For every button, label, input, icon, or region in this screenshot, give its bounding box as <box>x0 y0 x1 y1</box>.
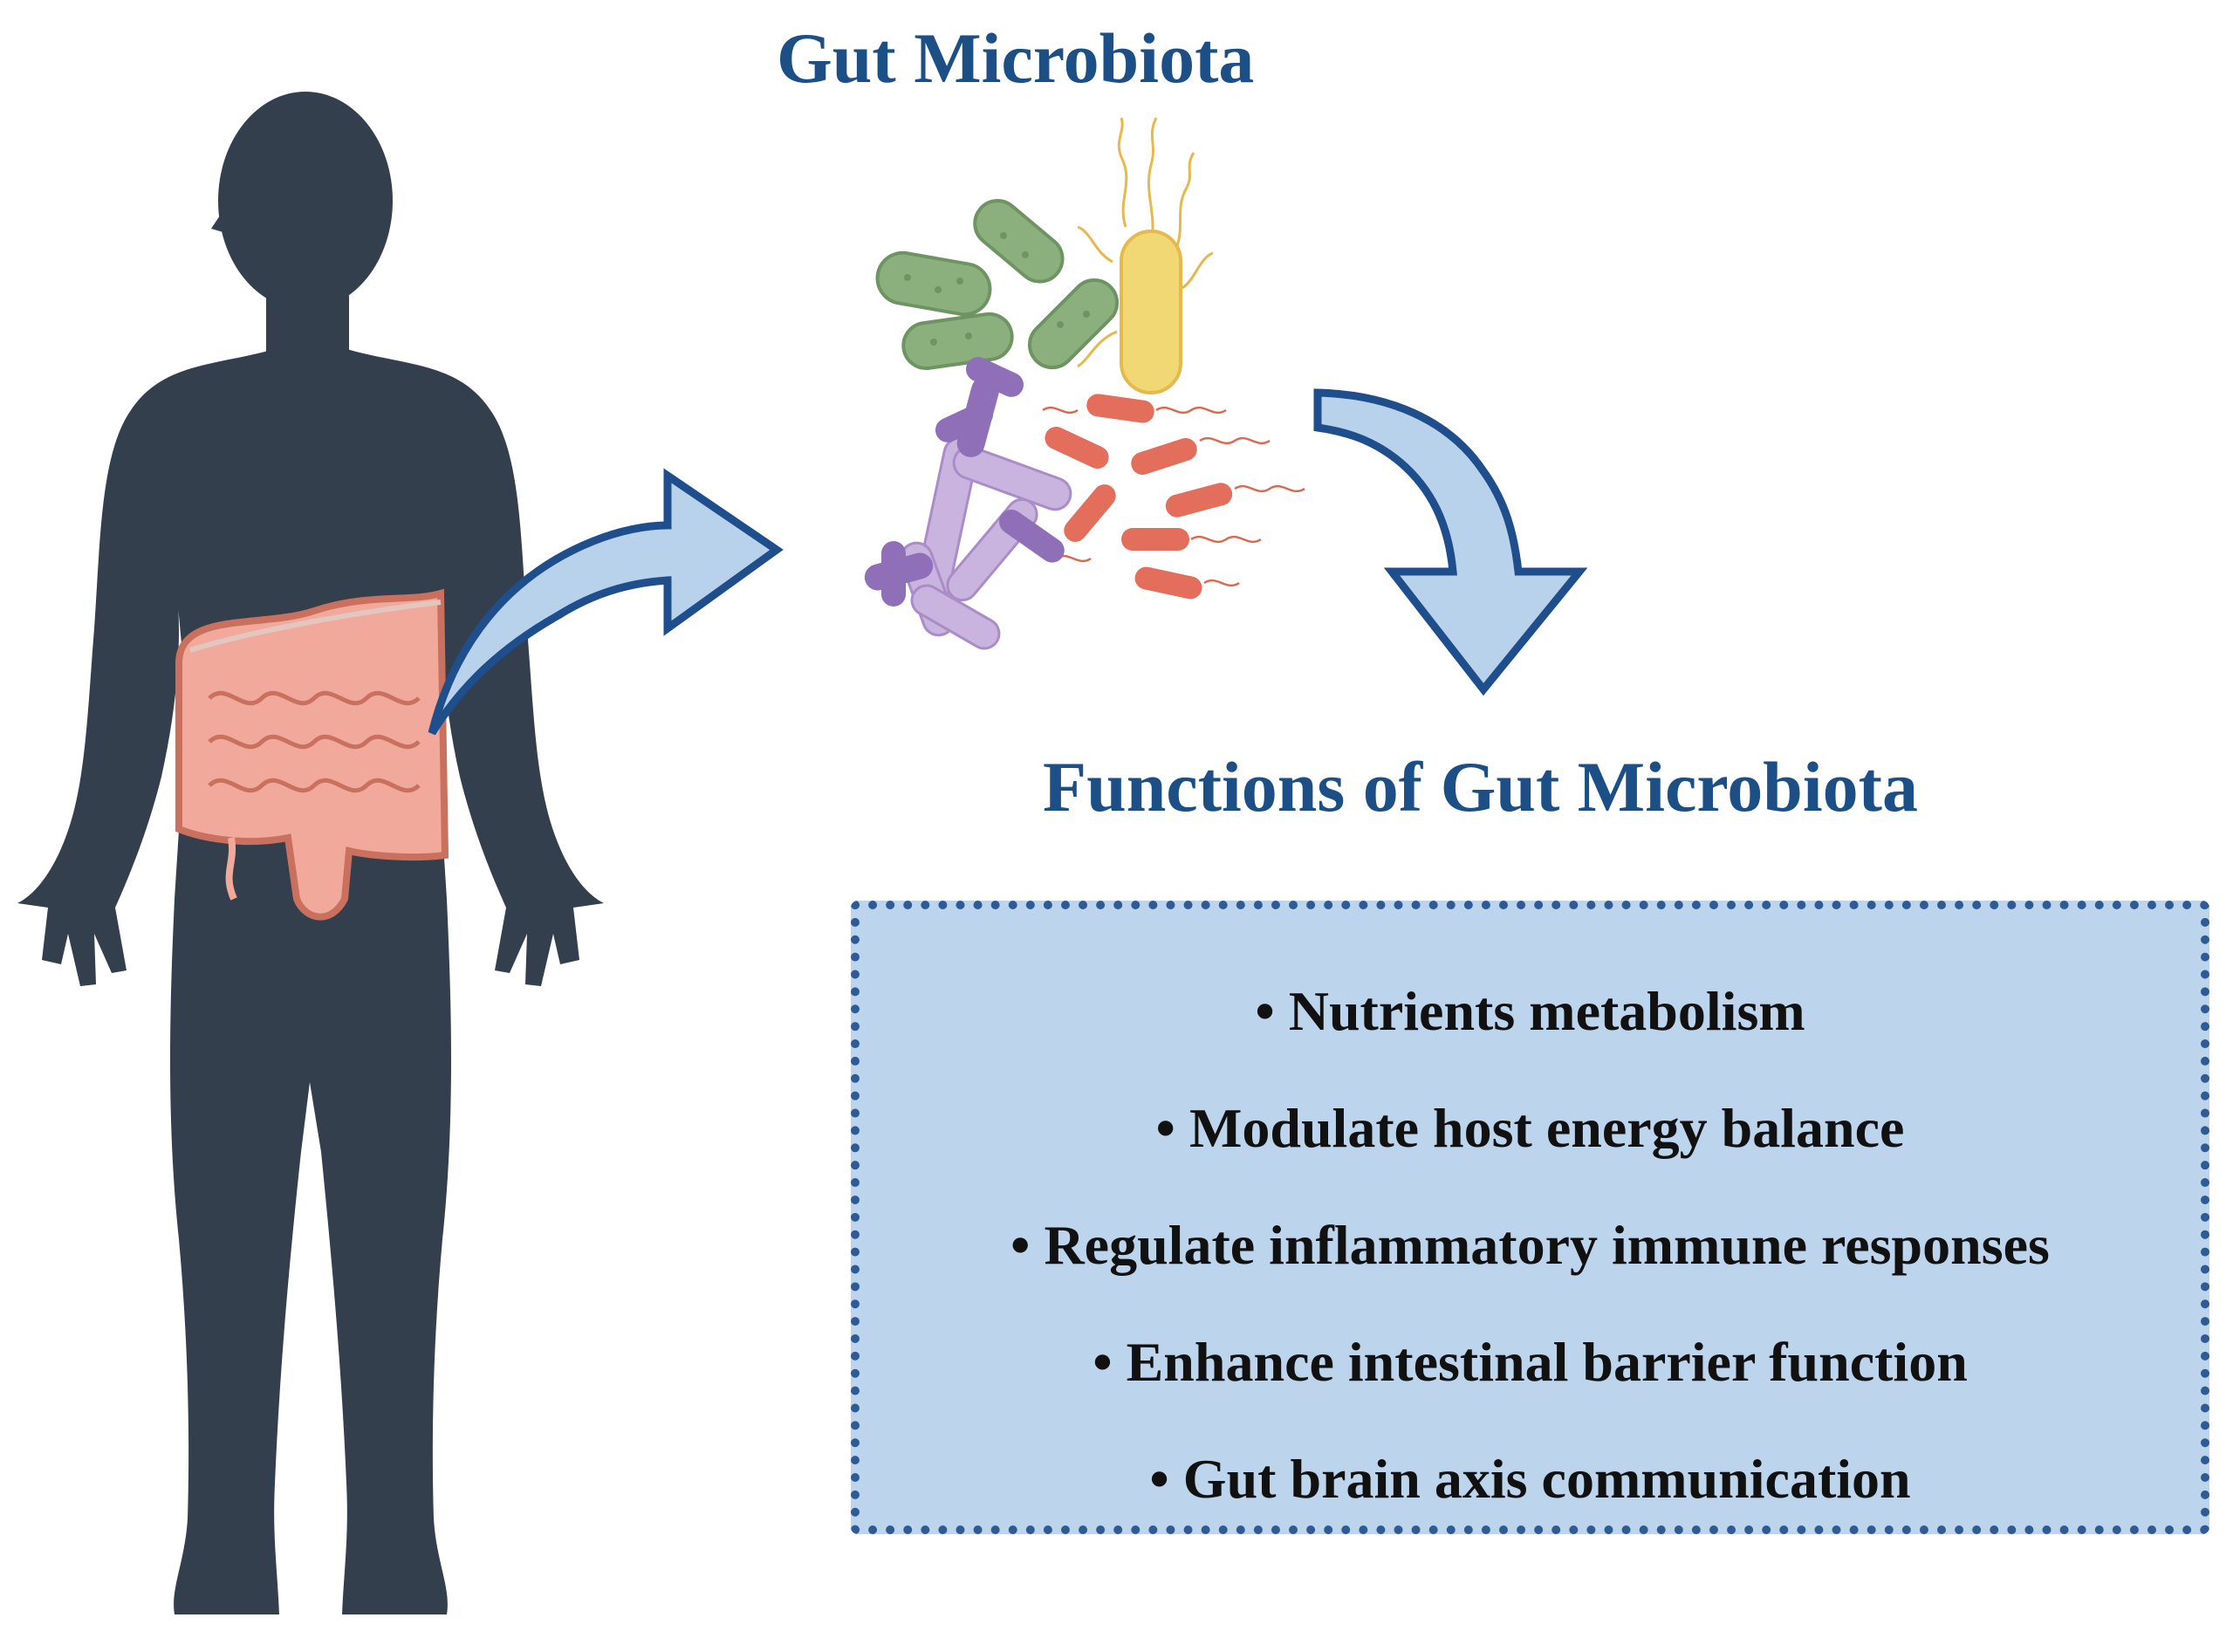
functions-box: Nutrients metabolism Modulate host energ… <box>851 901 2209 1534</box>
intestine-icon <box>175 588 449 921</box>
function-item: Modulate host energy balance <box>860 1070 2201 1187</box>
function-item: Gut brain axis communication <box>860 1421 2201 1538</box>
functions-list: Nutrients metabolism Modulate host energ… <box>860 953 2201 1538</box>
function-item: Nutrients metabolism <box>860 953 2201 1070</box>
gut-microbiota-title: Gut Microbiota <box>777 18 1255 98</box>
function-item: Enhance intestinal barrier function <box>860 1304 2201 1421</box>
function-item: Regulate inflammatory immune responses <box>860 1187 2201 1304</box>
functions-title: Functions of Gut Microbiota <box>1043 747 1918 826</box>
